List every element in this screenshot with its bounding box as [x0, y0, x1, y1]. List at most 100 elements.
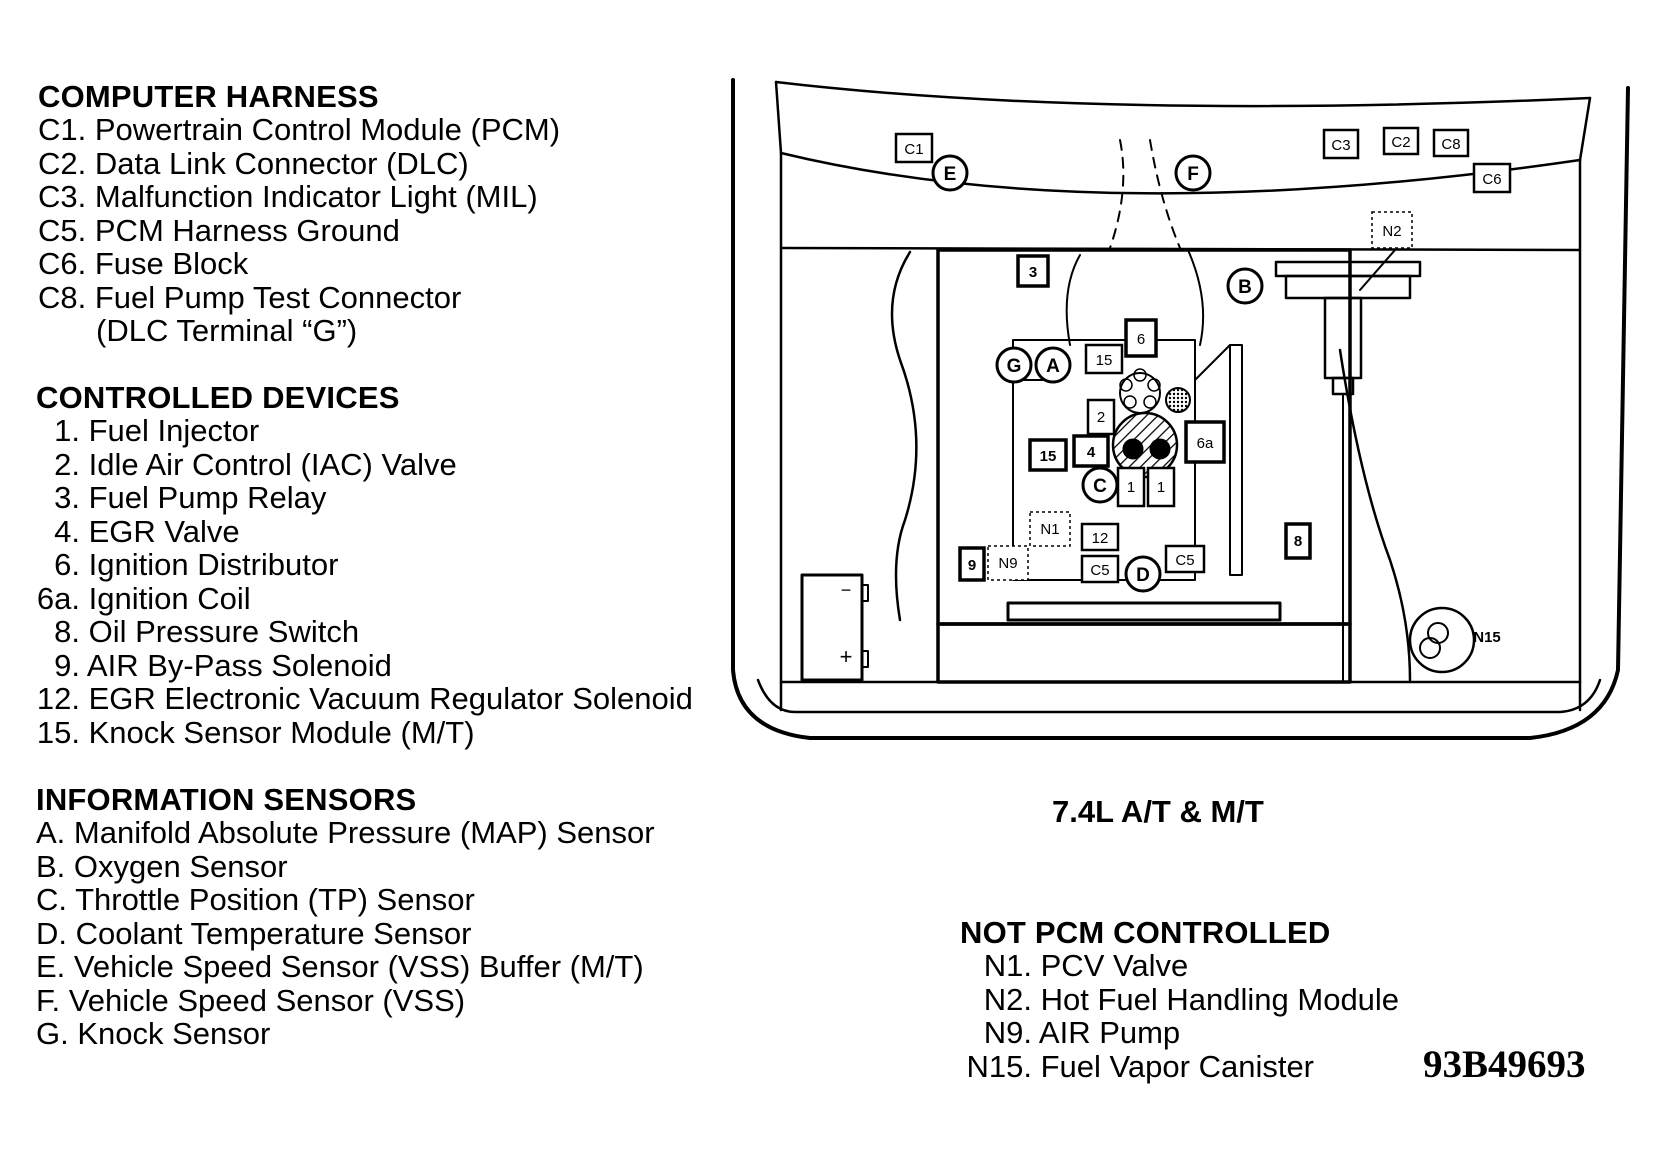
label-c5-right: C5 — [1175, 552, 1194, 569]
label-9: 9 — [968, 557, 976, 574]
legend-label: AIR Pump — [1038, 1015, 1181, 1050]
marker-e-label: E — [944, 164, 957, 185]
legend-code: G. — [36, 1016, 69, 1051]
fuel-injector-box-right — [1146, 466, 1176, 508]
label-4: 4 — [1087, 444, 1096, 461]
legend-item-d: D. Coolant Temperature Sensor — [36, 915, 655, 951]
legend-code: 6a. — [36, 580, 80, 616]
c3-connector-box — [1322, 128, 1360, 160]
legend-code: B. — [36, 848, 66, 884]
legend-code: A. — [36, 815, 66, 850]
legend-item-4: 4. EGR Valve — [36, 513, 693, 549]
legend-label: EGR Valve — [88, 513, 240, 549]
legend-code: D. — [36, 915, 67, 951]
information-sensors-heading: INFORMATION SENSORS — [36, 782, 417, 817]
label-1-right: 1 — [1157, 479, 1165, 496]
legend-label: Oxygen Sensor — [73, 848, 288, 884]
label-n1: N1 — [1040, 521, 1059, 538]
label-6a: 6a — [1197, 435, 1214, 452]
legend-code: F. — [36, 982, 61, 1018]
label-8: 8 — [1294, 533, 1302, 550]
label-2: 2 — [1097, 409, 1105, 426]
legend-code: C6. — [38, 246, 87, 281]
legend-item-2: 2. Idle Air Control (IAC) Valve — [36, 446, 693, 482]
egr-valve-box — [1072, 434, 1110, 468]
fuel-vapor-canister — [1408, 606, 1476, 674]
legend-item-n2: N2. Hot Fuel Handling Module — [960, 982, 1399, 1017]
legend-label: Knock Sensor — [77, 1016, 271, 1051]
legend-label: Fuse Block — [94, 246, 249, 281]
legend-label: Oil Pressure Switch — [88, 614, 360, 649]
legend-item-c5: C5. PCM Harness Ground — [38, 212, 560, 248]
information-sensors-legend: INFORMATION SENSORS A. Manifold Absolute… — [36, 783, 655, 1051]
legend-code: 4. — [54, 513, 80, 549]
marker-g — [995, 346, 1033, 384]
egr-evrv-box — [1080, 522, 1120, 552]
label-15-top: 15 — [1096, 352, 1113, 369]
oil-pressure-switch-box — [1284, 522, 1312, 560]
marker-d — [1124, 555, 1162, 593]
marker-e — [931, 154, 969, 192]
legend-label: (DLC Terminal “G”) — [96, 313, 358, 348]
legend-item-n15: N15. Fuel Vapor Canister — [960, 1048, 1399, 1084]
knock-sensor-module-box-top — [1084, 343, 1124, 375]
legend-item-6: 6. Ignition Distributor — [36, 548, 693, 582]
legend-item-f: F. Vehicle Speed Sensor (VSS) — [36, 982, 655, 1018]
legend-item-12: 12. EGR Electronic Vacuum Regulator Sole… — [36, 682, 693, 716]
figure-id: 93B49693 — [1423, 1043, 1586, 1086]
battery-minus-sign: − — [841, 580, 852, 600]
n2-hot-fuel-module-box — [1371, 211, 1413, 249]
legend-item-c8: C8. Fuel Pump Test Connector — [38, 279, 560, 315]
legend-code: 15. — [36, 714, 80, 750]
legend-code: N1. — [983, 948, 1032, 983]
legend-code: 1. — [54, 413, 80, 448]
c5-left-connector-box — [1080, 554, 1120, 584]
legend-label: PCM Harness Ground — [94, 212, 400, 248]
cowl-panel-top — [774, 80, 1592, 108]
label-n15: N15 — [1473, 629, 1501, 646]
legend-label: Ignition Coil — [88, 580, 251, 616]
label-c8: C8 — [1441, 136, 1460, 153]
legend-label: Fuel Injector — [88, 413, 260, 448]
battery — [800, 573, 864, 682]
c8-connector-box — [1432, 128, 1470, 158]
legend-item-c3: C3. Malfunction Indicator Light (MIL) — [38, 180, 560, 214]
c5-right-connector-box — [1164, 544, 1206, 574]
legend-label: EGR Electronic Vacuum Regulator Solenoid — [88, 681, 693, 716]
computer-harness-legend: COMPUTER HARNESS C1. Powertrain Control … — [38, 80, 560, 348]
legend-label: Idle Air Control (IAC) Valve — [88, 446, 457, 482]
legend-item-c1: C1. Powertrain Control Module (PCM) — [38, 113, 560, 147]
legend-code: C8. — [38, 279, 87, 315]
label-c6: C6 — [1482, 171, 1501, 188]
legend-item-9: 9. AIR By-Pass Solenoid — [36, 648, 693, 683]
marker-b-label: B — [1238, 277, 1252, 298]
legend-code: 3. — [54, 480, 80, 515]
marker-c-label: C — [1093, 476, 1107, 497]
legend-label: Fuel Vapor Canister — [1040, 1048, 1315, 1084]
legend-item-15: 15. Knock Sensor Module (M/T) — [36, 714, 693, 750]
controlled-devices-heading: CONTROLLED DEVICES — [36, 380, 400, 415]
label-c3: C3 — [1331, 137, 1350, 154]
legend-item-1: 1. Fuel Injector — [36, 414, 693, 448]
legend-item-n9: N9. AIR Pump — [960, 1016, 1399, 1050]
legend-label: Powertrain Control Module (PCM) — [94, 112, 561, 147]
legend-code: C5. — [38, 212, 87, 248]
legend-code: E. — [36, 949, 66, 984]
legend-label: Coolant Temperature Sensor — [75, 915, 472, 951]
knock-sensor-module-box — [1028, 438, 1068, 472]
engine-caption: 7.4L A/T & M/T — [1052, 794, 1264, 829]
marker-c — [1081, 466, 1119, 504]
not-pcm-controlled-heading: NOT PCM CONTROLLED — [960, 915, 1331, 950]
legend-item-8: 8. Oil Pressure Switch — [36, 615, 693, 649]
legend-item-b: B. Oxygen Sensor — [36, 848, 655, 884]
legend-label: Fuel Pump Test Connector — [94, 279, 462, 315]
legend-label: Fuel Pump Relay — [88, 480, 327, 515]
legend-item-n1: N1. PCV Valve — [960, 949, 1399, 983]
legend-label: Data Link Connector (DLC) — [94, 145, 469, 181]
c6-connector-box — [1472, 162, 1512, 194]
c1-connector-box — [894, 132, 934, 164]
label-n9: N9 — [998, 555, 1017, 572]
legend-label: Throttle Position (TP) Sensor — [75, 882, 475, 917]
legend-label: PCV Valve — [1040, 948, 1189, 983]
